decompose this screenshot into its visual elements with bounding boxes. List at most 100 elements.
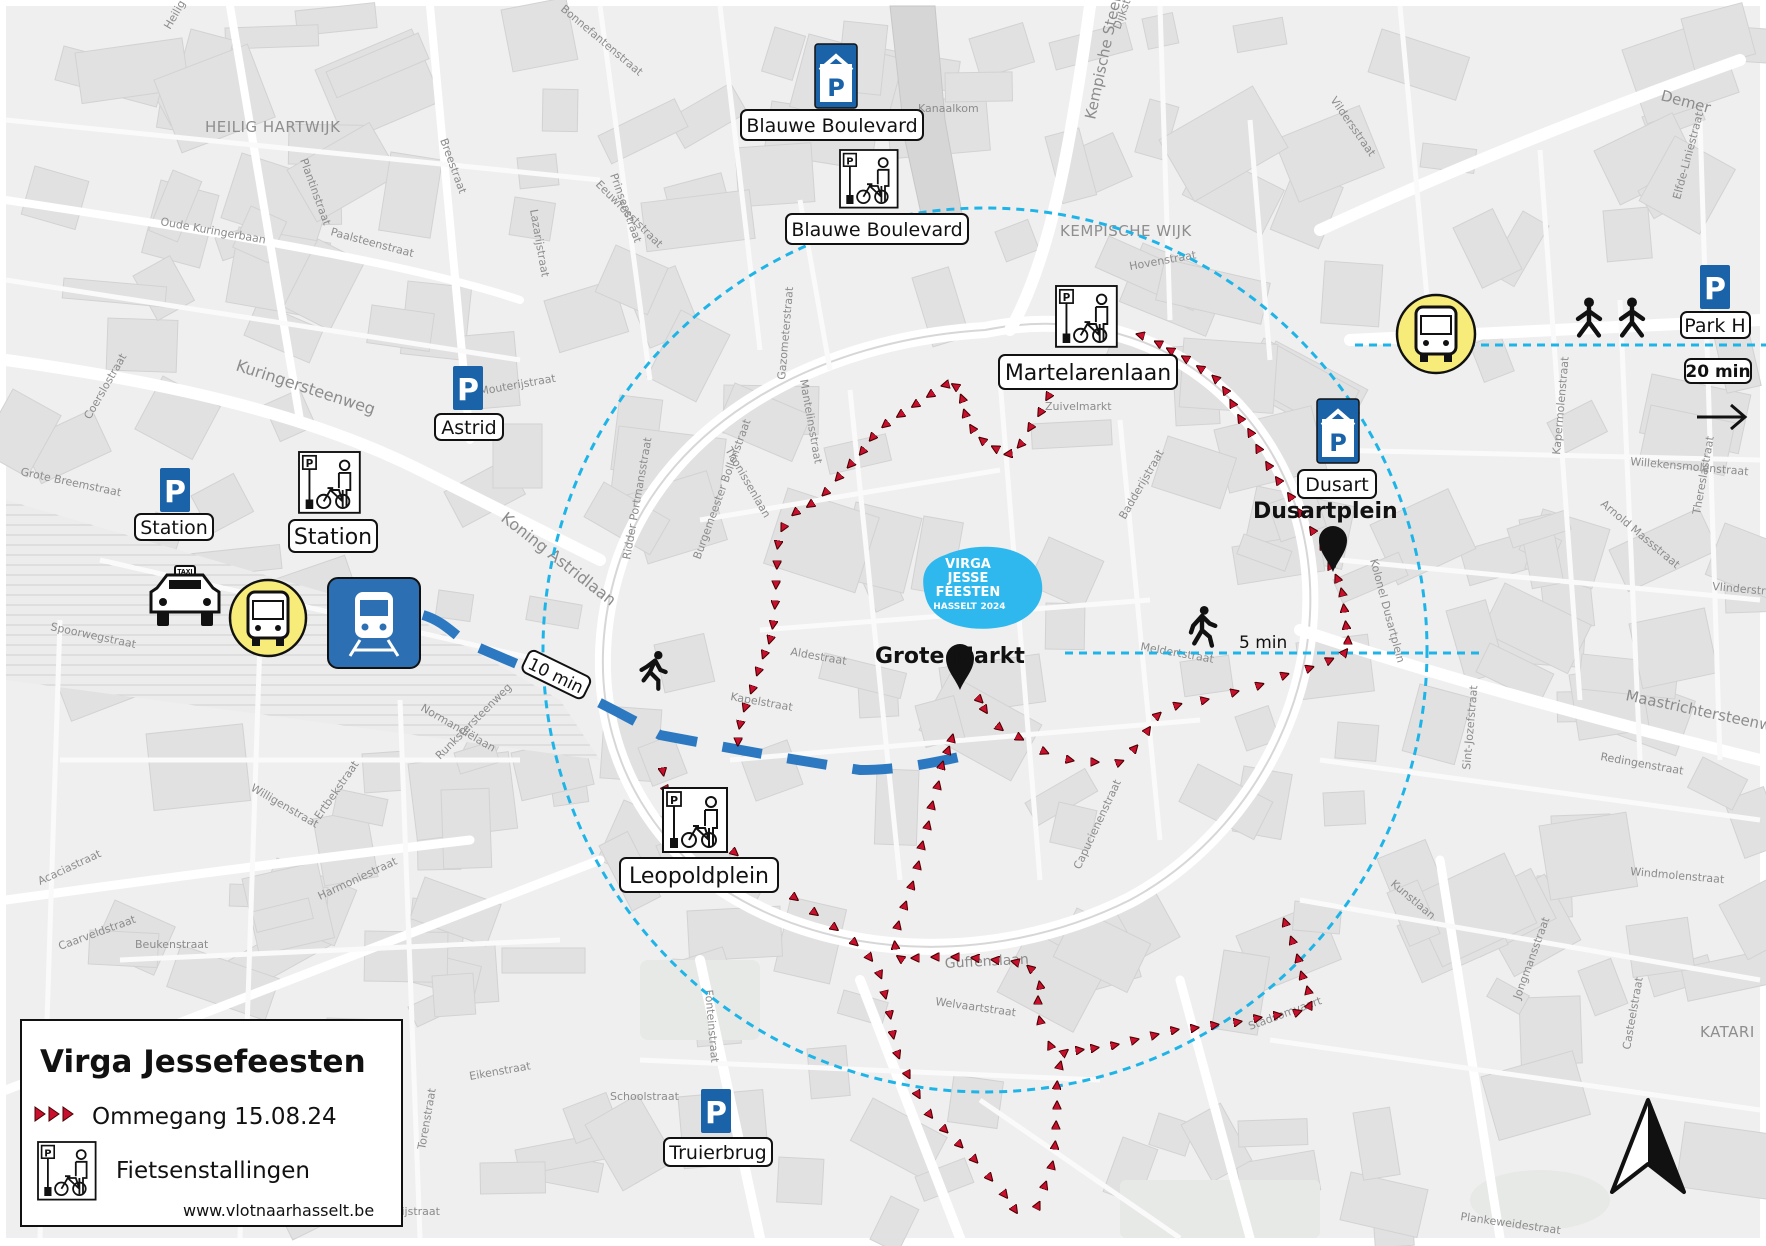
building-block xyxy=(760,26,807,81)
building-block xyxy=(1339,1171,1429,1239)
taxi-icon[interactable]: TAXI xyxy=(149,565,221,626)
building-block xyxy=(1686,756,1749,811)
svg-text:P: P xyxy=(670,794,678,807)
dusart-walk-time: 5 min xyxy=(1239,633,1287,653)
building-block xyxy=(1638,135,1737,235)
logo-year: 2024 xyxy=(980,602,1005,612)
building-block xyxy=(543,279,630,354)
parking-astrid-icon[interactable]: P xyxy=(453,366,483,410)
virga-jesse-logo[interactable]: VIRGA JESSE FEESTEN HASSELT 2024 xyxy=(923,546,1043,629)
building-block xyxy=(0,388,62,478)
building-block xyxy=(1486,977,1531,1015)
label-text: Station xyxy=(140,517,208,539)
street-label: Kanaalkom xyxy=(918,102,979,115)
building-block xyxy=(105,317,179,373)
building-block xyxy=(1723,785,1766,859)
label-station-bike: Station xyxy=(288,519,378,553)
bike-parking-martelarenlaan-icon[interactable]: P xyxy=(1055,285,1118,348)
bike-parking-blauwe-boulevard-icon[interactable]: P xyxy=(839,149,899,209)
grote-markt-label: Grote Markt xyxy=(875,644,1025,669)
building-block xyxy=(431,972,477,1018)
label-text: Astrid xyxy=(441,417,497,439)
building-block xyxy=(282,238,366,331)
legend-bike-label: Fietsenstallingen xyxy=(116,1158,310,1184)
walking-radius-circle xyxy=(541,206,1429,1094)
label-text: Blauwe Boulevard xyxy=(746,115,917,137)
legend-route-arrows-icon xyxy=(34,1106,74,1122)
bus-stop-station-icon[interactable] xyxy=(228,578,308,658)
building-block xyxy=(1475,642,1555,704)
legend-bike-parking-icon[interactable]: P xyxy=(37,1141,97,1201)
bike-parking-station-icon[interactable]: P xyxy=(298,451,361,514)
building-block xyxy=(944,71,1014,103)
building-block xyxy=(525,595,583,630)
train-station-icon[interactable] xyxy=(327,577,421,669)
svg-text:P: P xyxy=(44,1148,51,1159)
dusartplein-pin-icon[interactable] xyxy=(1319,526,1347,572)
label-astrid: Astrid xyxy=(434,413,504,441)
label-blauwe-boulevard-parking: Blauwe Boulevard xyxy=(740,109,924,141)
building-block xyxy=(1334,721,1380,762)
building-block xyxy=(1608,507,1719,593)
building-block xyxy=(1322,790,1367,827)
building-block xyxy=(640,189,756,253)
covered-parking-dusart-icon[interactable]: P xyxy=(1316,398,1360,464)
bike-parking-leopoldplein-icon[interactable]: P xyxy=(662,787,728,853)
building-block xyxy=(583,481,671,556)
parking-letter: P xyxy=(457,373,479,408)
building-block xyxy=(500,0,579,73)
legend-route-label: Ommegang 15.08.24 xyxy=(92,1104,337,1130)
building-block xyxy=(434,589,475,623)
dusartplein-label: Dusartplein xyxy=(1253,499,1398,524)
logo-line-2: JESSE xyxy=(947,571,989,586)
legend-url: www.vlotnaarhasselt.be xyxy=(183,1201,374,1220)
map-legend: Virga Jessefeesten Ommegang 15.08.24 P F… xyxy=(20,1019,403,1227)
arrow-right-icon[interactable] xyxy=(1697,403,1748,431)
label-text: Station xyxy=(294,525,372,550)
building-block xyxy=(646,309,731,403)
svg-text:P: P xyxy=(1063,292,1071,304)
building-block xyxy=(667,82,749,150)
svg-text:TAXI: TAXI xyxy=(177,569,192,576)
parking-letter: P xyxy=(705,1096,727,1131)
label-dusart: Dusart xyxy=(1297,469,1377,499)
label-text: Truierbrug xyxy=(668,1142,766,1164)
building-block xyxy=(440,787,493,870)
walking-person-icon xyxy=(639,651,668,691)
street-label: Zuivelmarkt xyxy=(1045,400,1112,413)
parking-park-h-icon[interactable]: P xyxy=(1700,265,1730,309)
grote-markt-pin-icon[interactable] xyxy=(946,644,974,690)
building-block xyxy=(1232,16,1288,54)
building-block xyxy=(1538,811,1639,901)
building-block xyxy=(994,218,1040,263)
covered-parking-blauwe-boulevard-icon[interactable]: P xyxy=(814,43,858,109)
building-block xyxy=(946,1074,1005,1130)
parking-letter: P xyxy=(1329,429,1347,457)
building-block xyxy=(1718,855,1766,961)
building-block xyxy=(1401,683,1473,766)
parking-truierbrug-icon[interactable]: P xyxy=(701,1089,731,1133)
building-block xyxy=(166,944,280,1022)
parking-letter: P xyxy=(164,475,186,510)
legend-title: Virga Jessefeesten xyxy=(40,1044,366,1080)
building-block xyxy=(1625,916,1696,979)
building-block xyxy=(479,1161,547,1195)
parking-station-icon[interactable]: P xyxy=(160,468,190,512)
bus-stop-east-icon[interactable] xyxy=(1395,293,1477,375)
street-label: Beukenstraat xyxy=(135,938,209,951)
building-block xyxy=(378,151,443,239)
svg-text:P: P xyxy=(306,458,314,470)
logo-city: HASSELT xyxy=(933,602,977,612)
label-blauwe-boulevard-bike: Blauwe Boulevard xyxy=(785,213,969,245)
label-text: Park H xyxy=(1684,315,1745,337)
building-block xyxy=(1577,957,1629,1017)
label-park-h: Park H xyxy=(1680,311,1751,339)
building-block xyxy=(968,22,1036,79)
walking-person-icon xyxy=(1575,297,1603,338)
label-martelarenlaan: Martelarenlaan xyxy=(998,354,1178,390)
building-block xyxy=(1178,763,1274,841)
walking-person-icon xyxy=(1188,606,1218,648)
north-arrow-icon xyxy=(1610,1098,1686,1194)
svg-text:P: P xyxy=(846,156,853,167)
